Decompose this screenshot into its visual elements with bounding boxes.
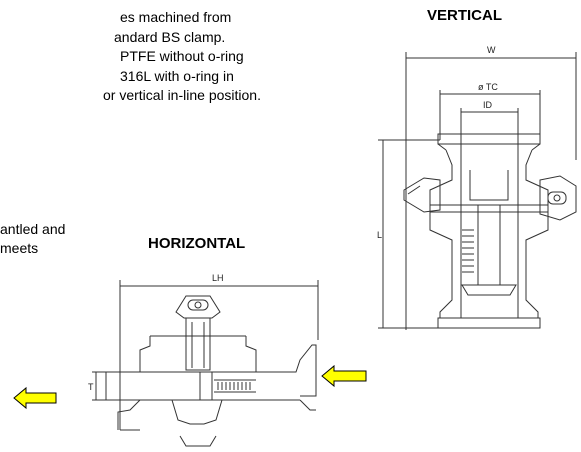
dim-id-label: ID [483, 100, 493, 110]
horizontal-title: HORIZONTAL [148, 235, 246, 252]
vertical-valve-drawing [378, 52, 577, 330]
description-line-2: andard BS clamp. [114, 29, 226, 45]
dim-w-label: W [487, 45, 496, 55]
description-line-1: es machined from [120, 9, 232, 25]
dim-t-label: T [88, 382, 94, 392]
description-line-4: 316L with o-ring in [120, 68, 234, 84]
description-line-6: antled and [0, 221, 66, 237]
vertical-title: VERTICAL [427, 7, 502, 24]
dim-lh-label: LH [212, 273, 224, 283]
horizontal-valve-drawing [92, 280, 319, 447]
description-line-7: meets [0, 240, 39, 256]
flow-arrow-left-icon [13, 386, 57, 410]
flow-arrow-inlet-icon [321, 364, 367, 388]
dim-l-label: L [377, 230, 382, 240]
dim-tc-label: ø TC [478, 82, 498, 92]
description-line-5: or vertical in-line position. [103, 87, 261, 103]
description-line-3: PTFE without o-ring [120, 48, 244, 64]
